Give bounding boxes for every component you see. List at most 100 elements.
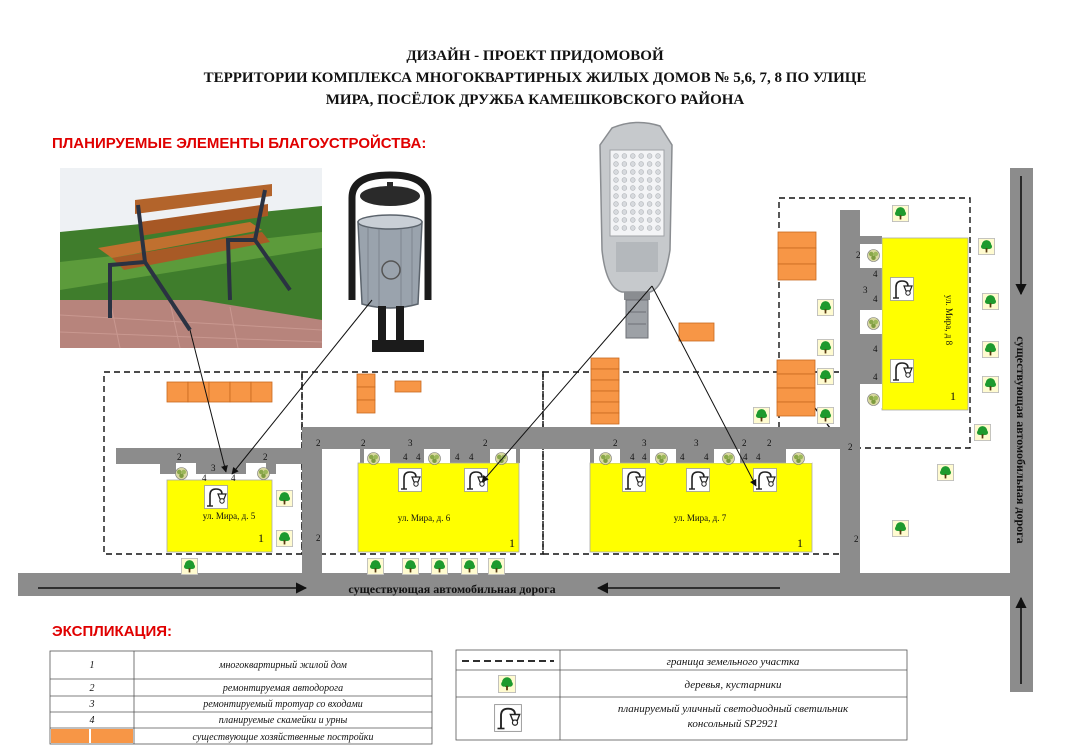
led (638, 209, 644, 215)
led (630, 185, 636, 191)
led (613, 193, 619, 199)
tree-icon (431, 558, 448, 575)
led (630, 177, 636, 183)
tree-icon (753, 407, 770, 424)
legend-text-1: многоквартирный жилой дом (218, 660, 347, 671)
shrub-icon (867, 393, 880, 406)
plan-marker-number: 3 (694, 438, 699, 448)
legend-text-boundary: граница земельного участка (667, 656, 800, 668)
plan-marker-number: 2 (848, 442, 853, 452)
legend-text-2: ремонтируемая автодорога (222, 683, 343, 694)
legend-text-lamp-2: консольный SP2921 (688, 718, 779, 730)
plan-marker-number: 4 (873, 372, 878, 382)
led (655, 169, 661, 175)
plan-marker-number: 2 (856, 250, 861, 260)
shrub-icon (867, 317, 880, 330)
led (638, 185, 644, 191)
led (630, 161, 636, 167)
main-road-horizontal (18, 573, 1033, 596)
plan-marker-number: 4 (469, 452, 474, 462)
road-direction-arrows (38, 176, 1027, 684)
legend-key-2: 2 (90, 683, 95, 694)
led (621, 161, 628, 167)
led (655, 201, 661, 207)
led (646, 169, 653, 175)
plan-marker-number: 2 (742, 438, 747, 448)
shrub-icon (175, 467, 188, 480)
led (638, 193, 644, 199)
plot-house-8 (778, 197, 971, 449)
tree-icon (982, 376, 999, 393)
shrub-icon (428, 452, 441, 465)
legend-street-lamp-icon (494, 704, 522, 732)
street-lamp-icon (686, 468, 710, 492)
street-lamp-icon (890, 359, 914, 383)
shed-column-4 (776, 359, 816, 417)
shed-column-1 (356, 373, 376, 414)
plan-marker-number: 4 (642, 452, 647, 462)
street-lamp-icon (622, 468, 646, 492)
led (646, 161, 653, 167)
led (646, 209, 653, 215)
led (638, 169, 644, 175)
legend-table-left: 1 многоквартирный жилой дом 2 ремонтируе… (49, 650, 433, 745)
tree-icon (461, 558, 478, 575)
led (638, 177, 644, 183)
shed-column-3 (777, 231, 817, 281)
shrub-icon (367, 452, 380, 465)
led (613, 225, 619, 231)
shed-single (678, 322, 715, 342)
led (646, 153, 653, 159)
plan-marker-number: 4 (416, 452, 421, 462)
led (655, 185, 661, 191)
main-road-vertical (1010, 168, 1033, 692)
led (655, 177, 661, 183)
led (630, 217, 636, 223)
led (613, 177, 619, 183)
site-plan: ул. Мира, д. 5 ул. Мира, д. 6 ул. Мира, … (18, 168, 1033, 692)
tree-icon (817, 368, 834, 385)
led (655, 161, 661, 167)
tree-icon (402, 558, 419, 575)
tree-icon (181, 558, 198, 575)
plan-marker-number: 4 (756, 452, 761, 462)
led (613, 217, 619, 223)
street-lamp-icon (398, 468, 422, 492)
plan-marker-number: 4 (403, 452, 408, 462)
street-lamp-picture (599, 121, 673, 339)
legend-text-5: существующие хозяйственные постройки (193, 732, 374, 743)
led (630, 169, 636, 175)
tree-icon (982, 293, 999, 310)
led (621, 217, 628, 223)
led (621, 153, 628, 159)
plan-marker-number: 2 (177, 452, 182, 462)
led (638, 225, 644, 231)
legend-tree-icon (498, 675, 516, 693)
bench-picture (59, 168, 323, 349)
tree-icon (488, 558, 505, 575)
legend-text-trees: деревья, кустарники (685, 679, 782, 691)
house-label-5: ул. Мира, д. 5 (203, 511, 256, 521)
led (613, 169, 619, 175)
street-lamp-icon (753, 468, 777, 492)
legend-key-4: 4 (90, 715, 95, 726)
explication-heading: ЭКСПЛИКАЦИЯ: (52, 623, 172, 640)
shrub-icon (722, 452, 735, 465)
plan-marker-number: 4 (455, 452, 460, 462)
plan-marker-number: 4 (873, 294, 878, 304)
led (638, 217, 644, 223)
legend-key-3: 3 (89, 699, 95, 710)
led (655, 225, 661, 231)
trash-bin-picture (348, 171, 432, 352)
house-label-8: ул. Мира, д 8 (944, 295, 954, 346)
plan-marker-number: 2 (316, 533, 321, 543)
building-number-7: 1 (797, 536, 803, 550)
led (655, 209, 661, 215)
shed-small (394, 380, 422, 393)
shrub-icon (257, 467, 270, 480)
legend-text-lamp-1: планируемый уличный светодиодный светиль… (618, 703, 849, 715)
tree-icon (892, 205, 909, 222)
house-label-7: ул. Мира, д. 7 (674, 513, 727, 523)
led (621, 185, 628, 191)
led (613, 161, 619, 167)
